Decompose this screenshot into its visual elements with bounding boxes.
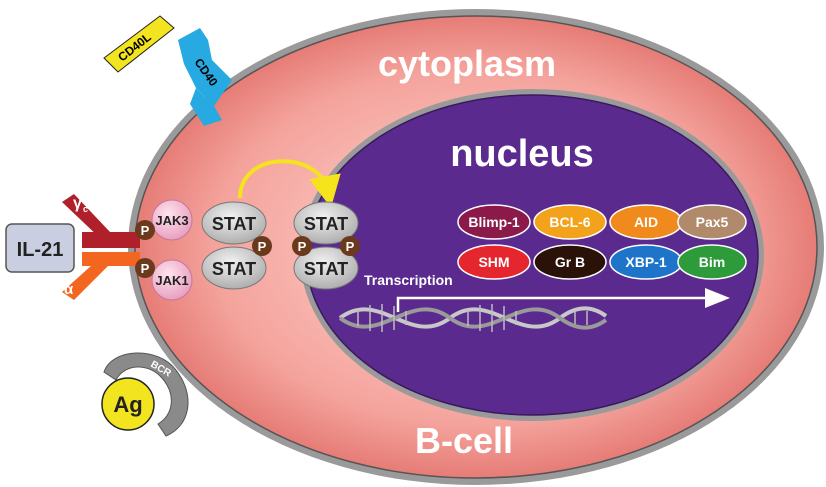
- gene-blimp1: Blimp-1: [457, 204, 531, 240]
- cytoplasm-label: cytoplasm: [378, 43, 556, 84]
- transcription-arrow: [396, 288, 730, 312]
- gene-bim-label: Bim: [699, 254, 725, 270]
- nucleus-label: nucleus: [450, 133, 594, 175]
- il21-label: IL-21: [17, 239, 64, 261]
- gene-shm-label: SHM: [478, 254, 509, 270]
- gene-bim: Bim: [677, 244, 747, 280]
- stat-cyto-top: [201, 201, 267, 245]
- receptor-phosphate-top-label: P: [141, 223, 150, 238]
- stat-cyto-phosphate: [252, 236, 272, 256]
- translocation-arrow: [238, 159, 341, 208]
- jak1-kinase: [151, 259, 193, 301]
- gene-aid: AID: [609, 204, 683, 240]
- gene-xbp1-label: XBP-1: [625, 254, 666, 270]
- gene-blimp1-label: Blimp-1: [468, 214, 520, 230]
- jak1-label: JAK1: [155, 273, 188, 288]
- stat-nuclear-bottom: [293, 246, 359, 290]
- gene-pax5-label: Pax5: [696, 214, 729, 230]
- gene-xbp1: XBP-1: [609, 244, 683, 280]
- alpha-chain: α: [62, 252, 140, 300]
- b-cell-label: B-cell: [415, 420, 513, 461]
- stat-cyto-bottom: [201, 246, 267, 290]
- stat-nuclear-phosphate-left-label: P: [298, 239, 307, 254]
- gamma-c-label: γ: [73, 195, 82, 212]
- cd40l-ligand: CD40L: [103, 15, 175, 73]
- gene-grb: Gr B: [533, 244, 607, 280]
- stat-cyto-bottom-label: STAT: [212, 259, 256, 279]
- stat-nuclear-phosphate-left: [292, 236, 312, 256]
- jak3-label: JAK3: [155, 213, 188, 228]
- stat-nuclear-phosphate-right: [340, 236, 360, 256]
- gamma-c-chain: γ c: [62, 194, 140, 248]
- antigen-label: Ag: [113, 392, 142, 417]
- alpha-label: α: [64, 281, 74, 298]
- stat-nuclear-bottom-label: STAT: [304, 259, 348, 279]
- il21-box: [5, 223, 75, 273]
- receptor-phosphate-bottom: [135, 258, 155, 278]
- gene-bcl6-label: BCL-6: [549, 214, 590, 230]
- gene-bcl6: BCL-6: [533, 204, 607, 240]
- stat-nuclear-top-label: STAT: [304, 214, 348, 234]
- stat-nuclear-phosphate-right-label: P: [346, 239, 355, 254]
- gene-grb-label: Gr B: [555, 254, 585, 270]
- gene-aid-label: AID: [634, 214, 658, 230]
- dna-helix: [338, 304, 608, 332]
- gene-pax5: Pax5: [677, 204, 747, 240]
- antigen: [101, 377, 155, 431]
- gamma-c-subscript: c: [83, 204, 88, 214]
- bcr-receptor: [103, 352, 189, 437]
- transcription-label: Transcription: [364, 272, 453, 288]
- receptor-phosphate-bottom-label: P: [141, 261, 150, 276]
- stat-cyto-phosphate-label: P: [258, 239, 267, 254]
- stat-nuclear-top: [293, 201, 359, 245]
- jak3-kinase: [151, 199, 193, 241]
- stat-cyto-top-label: STAT: [212, 214, 256, 234]
- gene-shm: SHM: [457, 244, 531, 280]
- receptor-phosphate-top: [135, 220, 155, 240]
